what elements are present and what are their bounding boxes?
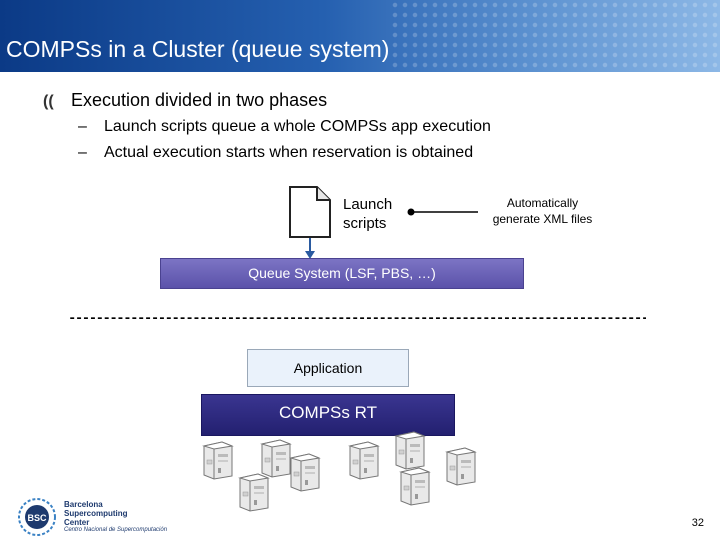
launch-label-line1: Launch [343,196,393,213]
server-icon [394,431,426,470]
server-icon [260,439,292,478]
auto-label-line1: Automatically [506,196,579,210]
sub-bullet-2-text: Actual execution starts when reservation… [104,144,474,161]
bullet-main-text: Execution divided in two phases [71,90,328,110]
sub-bullet-1: –Launch scripts queue a whole COMPSs app… [78,118,491,136]
auto-label-line2: generate XML files [492,212,593,226]
connector-dot [407,208,415,216]
server-icon [238,473,270,512]
server-icon [399,467,431,506]
sub-bullet-1-text: Launch scripts queue a whole COMPSs app … [104,118,491,135]
application-box: Application [247,349,409,387]
title-bar-pattern [390,0,720,72]
bullet-main: (( Execution divided in two phases [43,90,327,111]
page-number: 32 [691,517,704,529]
server-icon [289,453,321,492]
logo-subtitle: Centro Nacional de Supercomputación [64,527,168,533]
queue-system-box: Queue System (LSF, PBS, …) [160,258,524,289]
launch-label-line2: scripts [343,215,387,232]
queue-arrow-head [305,251,315,259]
logo-line1: Barcelona [64,500,103,509]
slide-title: COMPSs in a Cluster (queue system) [6,36,390,62]
logo-wordmark: Barcelona Supercomputing Center [64,500,128,527]
server-icon [348,441,380,480]
document-icon [289,186,331,238]
bullet-marker-icon: (( [43,93,54,110]
launch-scripts-label: Launch scripts [343,195,392,233]
sub-bullet-2: –Actual execution starts when reservatio… [78,144,473,162]
phase-separator: ----------------------------------------… [68,311,646,327]
bsc-logo-icon: BSC [18,498,56,536]
server-icon [202,441,234,480]
server-icon [445,447,477,486]
auto-xml-label: Automatically generate XML files [470,195,615,227]
logo-line3: Center [64,518,90,527]
sub-bullet-marker: – [78,118,87,135]
title-bar: COMPSs in a Cluster (queue system) [0,0,720,72]
logo-line2: Supercomputing [64,509,128,518]
compss-runtime-box: COMPSs RT [201,394,455,436]
sub-bullet-marker: – [78,144,87,161]
svg-text:BSC: BSC [27,513,47,523]
